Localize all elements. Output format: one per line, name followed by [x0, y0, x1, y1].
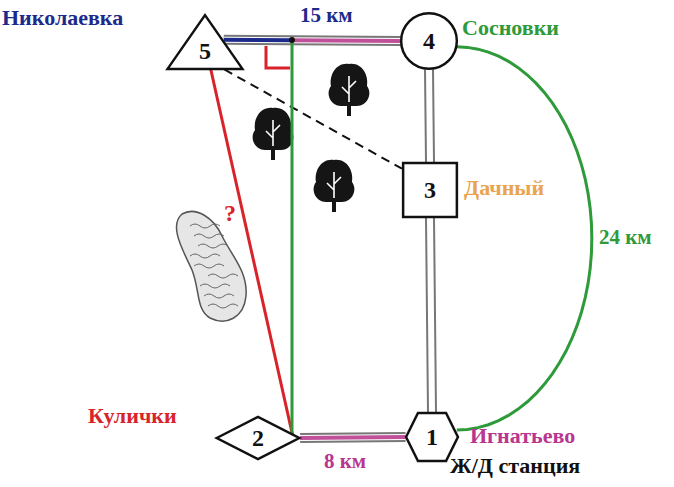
road	[429, 69, 430, 162]
tree	[253, 108, 294, 160]
settlement-triangle: 5Николаевка	[166, 14, 244, 70]
distance-label: 8 км	[322, 450, 368, 473]
node-number: 2	[252, 426, 264, 450]
road	[430, 218, 432, 412]
settlement-circle: 4Сосновки	[400, 12, 458, 70]
road	[224, 40, 401, 41]
node-number: 4	[423, 29, 435, 53]
place-name: Николаевка	[2, 6, 123, 30]
settlement-square: 3Дачный	[402, 162, 458, 218]
place-name: Сосновки	[462, 16, 559, 40]
green-path	[291, 40, 294, 437]
node-number: 3	[424, 178, 436, 202]
distance-label: 24 км	[597, 226, 654, 249]
route-line	[457, 47, 592, 430]
station-hexagon: 1ИгнатьевоЖ/Д станция	[405, 412, 459, 462]
distance-label: 15 км	[298, 4, 355, 27]
distance-label: ?	[222, 200, 238, 226]
node-number: 1	[426, 425, 438, 449]
place-name: Кулички	[88, 404, 177, 428]
road	[300, 437, 405, 438]
place-name: Дачный	[464, 176, 544, 200]
route-line	[209, 61, 293, 434]
route-line	[211, 62, 402, 169]
lake	[176, 211, 246, 321]
place-name: Игнатьево	[470, 424, 575, 448]
place-name: Ж/Д станция	[450, 454, 580, 478]
tree	[329, 64, 370, 116]
junction-dot	[289, 37, 295, 43]
node-number: 5	[199, 39, 211, 63]
settlement-diamond: 2Кулички	[215, 416, 301, 460]
right-angle-mark	[266, 46, 290, 68]
tree	[314, 160, 355, 212]
